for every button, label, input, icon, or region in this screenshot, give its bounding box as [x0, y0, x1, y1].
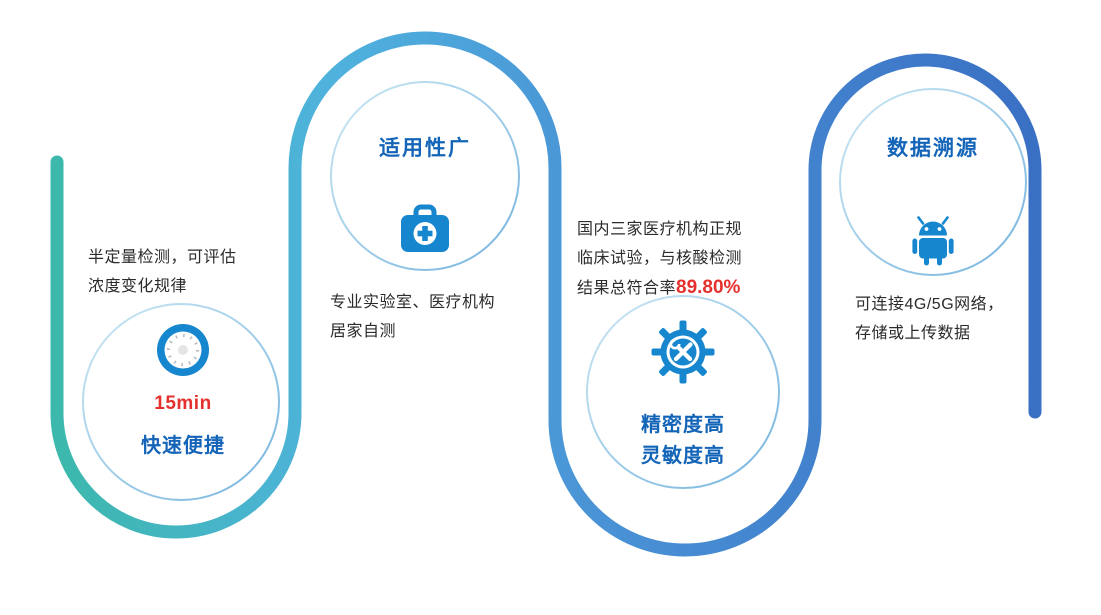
description-line: 结果总符合率89.80% [577, 277, 741, 298]
gear-wrench-icon [650, 319, 716, 390]
description-line: 国内三家医疗机构正规 [577, 221, 743, 238]
quick-description: 半定量检测，可评估 浓度变化规律 [88, 243, 237, 301]
title-line: 灵敏度高 [641, 445, 725, 467]
traceability-description: 可连接4G/5G网络， 存储或上传数据 [855, 290, 1004, 348]
description-line: 浓度变化规律 [88, 278, 188, 295]
description-line: 存储或上传数据 [855, 325, 971, 342]
precision-title: 精密度高 灵敏度高 [603, 410, 763, 472]
description-line: 专业实验室、医疗机构 [330, 294, 496, 311]
quick-title: 快速便捷 [141, 435, 225, 457]
description-line: 临床试验，与核酸检测 [577, 250, 743, 267]
applicability-title: 适用性广 [379, 137, 471, 160]
title-line: 精密度高 [641, 414, 725, 436]
serpentine-flow-line [50, 31, 1042, 557]
android-icon [905, 213, 961, 274]
description-line: 可连接4G/5G网络， [855, 296, 1004, 313]
section-ring-quick [82, 303, 280, 501]
clock-icon [155, 322, 211, 383]
section-ring-applicability [330, 81, 520, 271]
description-line: 半定量检测，可评估 [88, 249, 237, 266]
precision-description: 国内三家医疗机构正规 临床试验，与核酸检测 结果总符合率89.80% [577, 215, 742, 303]
precision-highlight: 89.80% [676, 277, 741, 298]
quick-highlight: 15min [154, 393, 212, 414]
section-ring-precision [586, 295, 780, 489]
first-aid-kit-icon [397, 202, 453, 263]
applicability-description: 专业实验室、医疗机构 居家自测 [330, 288, 495, 346]
section-ring-traceability [839, 88, 1027, 276]
traceability-title: 数据溯源 [887, 137, 979, 160]
description-line: 居家自测 [330, 323, 397, 340]
